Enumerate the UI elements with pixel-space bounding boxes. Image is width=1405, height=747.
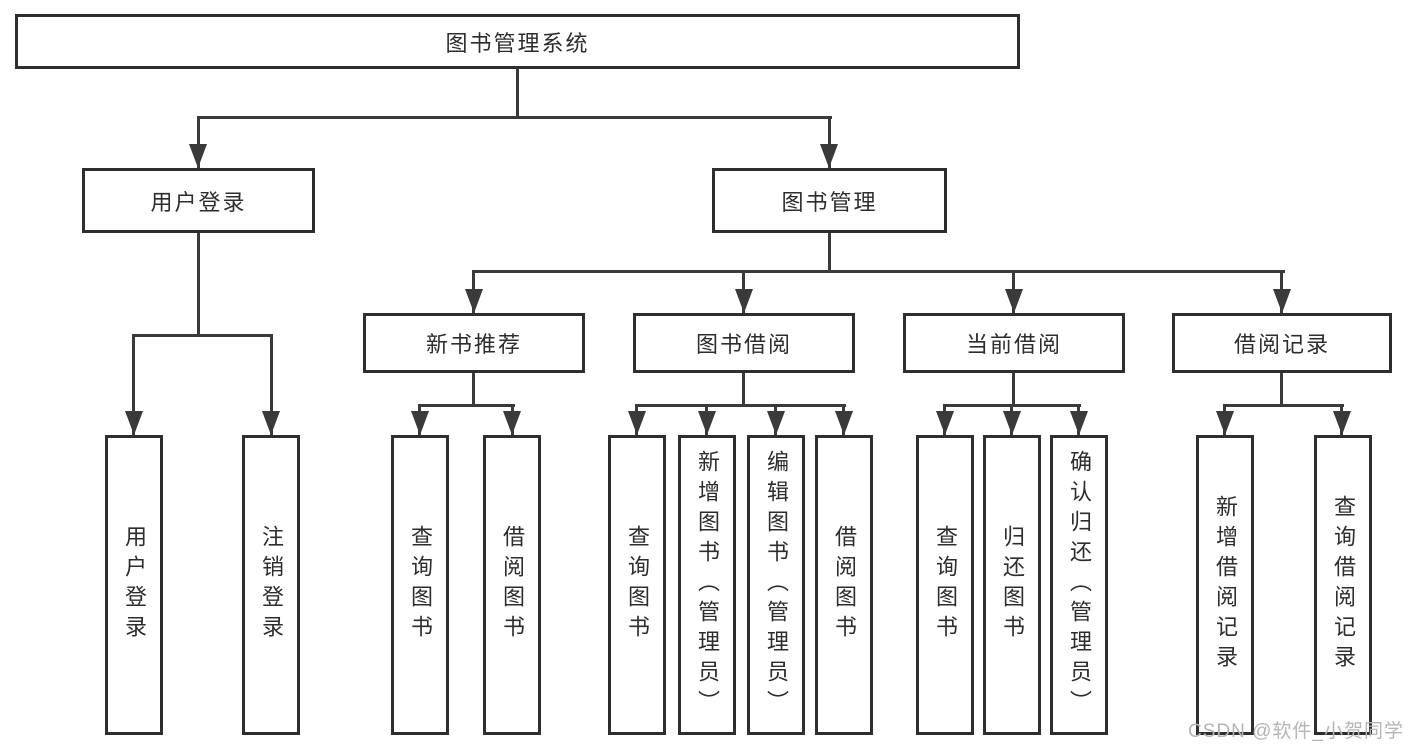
node-label: 新增图书（管理员） bbox=[695, 450, 720, 720]
node-root: 图书管理系统 bbox=[15, 14, 1020, 69]
node-label: 新增借阅记录 bbox=[1213, 495, 1238, 675]
arrow-down-icon bbox=[1333, 411, 1351, 435]
arrow-down-icon bbox=[411, 411, 429, 435]
arrow-down-icon bbox=[125, 411, 143, 435]
node-label: 编辑图书（管理员） bbox=[764, 450, 789, 720]
node-label: 图书管理系统 bbox=[445, 30, 590, 56]
arrow-down-icon bbox=[465, 289, 483, 313]
connector-line bbox=[1280, 373, 1283, 407]
connector-line bbox=[197, 116, 200, 168]
connector-line bbox=[1223, 404, 1344, 407]
connector-line bbox=[635, 404, 846, 407]
arrow-down-icon bbox=[735, 289, 753, 313]
node-label: 查询借阅记录 bbox=[1331, 495, 1356, 675]
arrow-down-icon bbox=[1003, 411, 1021, 435]
connector-line bbox=[472, 373, 475, 407]
node-current-borrow: 当前借阅 bbox=[903, 313, 1125, 373]
arrow-down-icon bbox=[1273, 289, 1291, 313]
arrow-down-icon bbox=[936, 411, 954, 435]
leaf-add-borrow-record: 新增借阅记录 bbox=[1196, 435, 1254, 735]
arrow-down-icon bbox=[1216, 411, 1234, 435]
leaf-borrow-books-1: 借阅图书 bbox=[483, 435, 541, 735]
arrow-down-icon bbox=[189, 144, 207, 168]
node-book-borrow: 图书借阅 bbox=[633, 313, 855, 373]
connector-line bbox=[197, 233, 200, 337]
connector-line bbox=[132, 334, 273, 337]
arrow-down-icon bbox=[1070, 411, 1088, 435]
leaf-user-login: 用户登录 bbox=[105, 435, 163, 735]
node-label: 借阅图书 bbox=[500, 525, 525, 645]
connector-line bbox=[132, 334, 135, 435]
leaf-query-books-1: 查询图书 bbox=[391, 435, 449, 735]
arrow-down-icon bbox=[262, 411, 280, 435]
leaf-query-borrow-record: 查询借阅记录 bbox=[1314, 435, 1372, 735]
connector-line bbox=[742, 373, 745, 407]
node-label: 借阅记录 bbox=[1233, 332, 1330, 357]
leaf-query-books-2: 查询图书 bbox=[608, 435, 666, 735]
node-label: 图书借阅 bbox=[695, 332, 792, 357]
connector-line bbox=[516, 68, 519, 118]
connector-line bbox=[197, 116, 832, 119]
arrow-down-icon bbox=[698, 411, 716, 435]
node-label: 注销登录 bbox=[259, 525, 284, 645]
arrow-down-icon bbox=[503, 411, 521, 435]
leaf-add-books-admin: 新增图书（管理员） bbox=[678, 435, 736, 735]
node-book-management: 图书管理 bbox=[712, 168, 947, 233]
connector-line bbox=[418, 404, 515, 407]
node-label: 新书推荐 bbox=[425, 332, 522, 357]
watermark: CSDN @软件_小贺同学 bbox=[1188, 721, 1404, 742]
leaf-borrow-books-2: 借阅图书 bbox=[815, 435, 873, 735]
node-label: 用户登录 bbox=[122, 525, 147, 645]
node-label: 用户登录 bbox=[150, 189, 247, 215]
connector-line bbox=[270, 334, 273, 435]
connector-line bbox=[472, 270, 1285, 273]
leaf-return-books: 归还图书 bbox=[983, 435, 1041, 735]
connector-line bbox=[828, 233, 831, 273]
node-label: 查询图书 bbox=[625, 525, 650, 645]
node-user-login: 用户登录 bbox=[82, 168, 315, 233]
node-label: 归还图书 bbox=[1000, 525, 1025, 645]
leaf-edit-books-admin: 编辑图书（管理员） bbox=[747, 435, 805, 735]
connector-line bbox=[828, 116, 831, 168]
node-new-book-recommend: 新书推荐 bbox=[363, 313, 585, 373]
node-borrow-records: 借阅记录 bbox=[1172, 313, 1392, 373]
leaf-confirm-return-admin: 确认归还（管理员） bbox=[1050, 435, 1108, 735]
leaf-query-books-3: 查询图书 bbox=[916, 435, 974, 735]
node-label: 当前借阅 bbox=[965, 332, 1062, 357]
node-label: 借阅图书 bbox=[832, 525, 857, 645]
node-label: 确认归还（管理员） bbox=[1067, 450, 1092, 720]
node-label: 图书管理 bbox=[781, 189, 878, 215]
arrow-down-icon bbox=[628, 411, 646, 435]
leaf-logout: 注销登录 bbox=[242, 435, 300, 735]
arrow-down-icon bbox=[820, 144, 838, 168]
arrow-down-icon bbox=[835, 411, 853, 435]
node-label: 查询图书 bbox=[408, 525, 433, 645]
arrow-down-icon bbox=[767, 411, 785, 435]
connector-line bbox=[1012, 373, 1015, 407]
arrow-down-icon bbox=[1005, 289, 1023, 313]
node-label: 查询图书 bbox=[933, 525, 958, 645]
